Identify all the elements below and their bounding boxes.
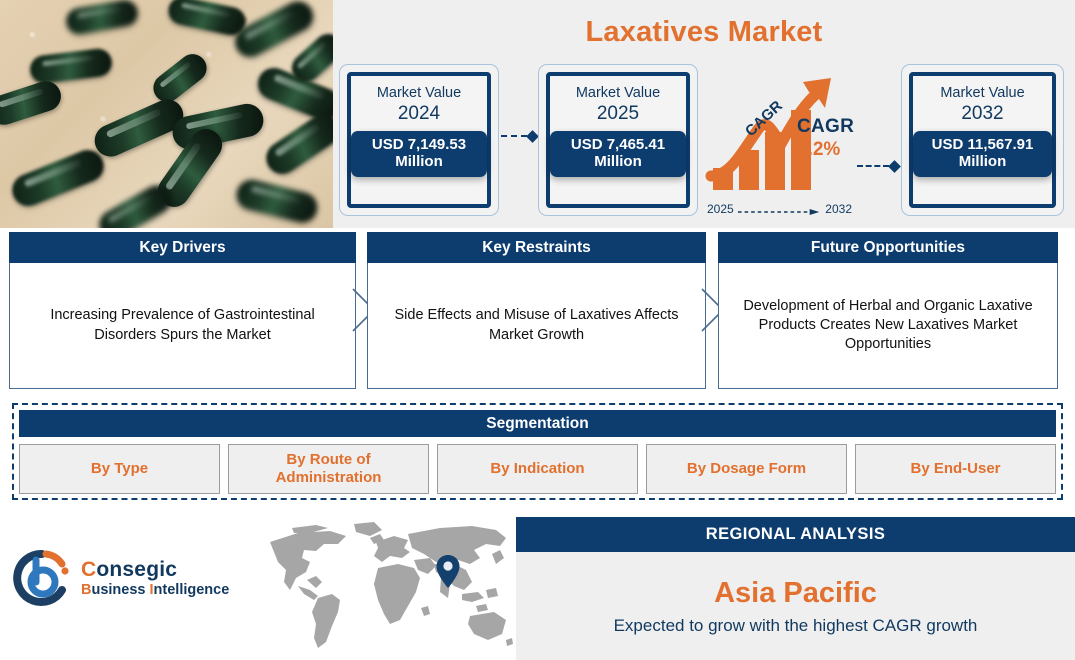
logo-subtitle: Business Intelligence [81,583,229,598]
segment-by-end-user[interactable]: By End-User [855,444,1056,494]
regional-analysis-panel: REGIONAL ANALYSIS Asia Pacific Expected … [516,517,1075,660]
growth-chart-icon: CAGR [705,78,831,190]
market-value-amount: USD 7,149.53 Million [351,130,487,177]
logo-name-initial: C [81,557,97,581]
cagr-title: CAGR [797,116,855,137]
market-value-label: Market Value [940,85,1025,101]
key-restraints-text: Side Effects and Misuse of Laxatives Aff… [367,263,706,389]
market-value-year: 2032 [961,102,1004,124]
capsules-photo [0,0,333,228]
connector-dash [501,135,527,137]
market-value-year: 2025 [596,102,640,124]
market-value-label: Market Value [376,85,462,101]
market-value-card-2024: Market Value 2024 USD 7,149.53 Million [339,64,499,216]
page-title: Laxatives Market [585,16,823,48]
consegic-logo-mark-icon [13,549,69,606]
key-restraints-panel: Key Restraints Side Effects and Misuse o… [367,232,706,389]
regional-analysis-heading: REGIONAL ANALYSIS [516,517,1075,552]
market-value-label: Market Value [575,85,661,101]
segment-by-route-of-administration[interactable]: By Route of Administration [228,444,429,494]
market-value-year: 2024 [397,102,441,124]
logo-sub-b: B [81,581,92,598]
logo-sub-i: I [149,581,154,598]
regional-analysis-body: Asia Pacific Expected to grow with the h… [516,552,1075,660]
segment-by-type[interactable]: By Type [19,444,220,494]
market-value-amount: USD 7,465.41 Million [550,130,686,177]
year-arrow-icon [737,205,822,215]
segmentation-cells: By Type By Route of Administration By In… [19,444,1056,494]
card-inner-frame: Market Value 2025 USD 7,465.41 Million [546,72,690,208]
connector-diamond-icon [888,159,901,173]
regional-analysis-note: Expected to grow with the highest CAGR g… [613,615,978,635]
key-drivers-heading: Key Drivers [9,232,356,263]
consegic-logo: Consegic Business Intelligence [12,548,229,608]
logo-name: Consegic [81,559,229,580]
segment-by-indication[interactable]: By Indication [437,444,638,494]
cagr-readout: CAGR 6.2% [797,116,854,161]
key-drivers-text: Increasing Prevalence of Gastrointestina… [9,263,356,389]
cagr-block: CAGR CAGR 6.2% 2025 2032 [705,76,855,221]
consegic-logo-text: Consegic Business Intelligence [81,559,229,598]
segmentation-heading: Segmentation [19,410,1056,437]
key-drivers-panel: Key Drivers Increasing Prevalence of Gas… [9,232,356,389]
future-opportunities-text: Development of Herbal and Organic Laxati… [718,263,1058,389]
world-map-icon [270,522,513,648]
connector-2024-2025 [501,129,539,143]
regional-analysis-region: Asia Pacific [714,576,877,609]
logo-sub-ntelligence: ntelligence [153,581,230,598]
key-restraints-heading: Key Restraints [367,232,706,263]
logo-name-rest: onsegic [96,557,178,581]
market-value-card-2032: Market Value 2032 USD 11,567.91 Million [901,64,1064,216]
card-inner-frame: Market Value 2024 USD 7,149.53 Million [347,72,491,208]
connector-cagr-2032 [857,159,901,173]
card-inner-frame: Market Value 2032 USD 11,567.91 Million [909,72,1056,208]
future-opportunities-panel: Future Opportunities Development of Herb… [718,232,1058,389]
cagr-value: 6.2% [797,139,841,160]
market-value-card-2025: Market Value 2025 USD 7,465.41 Million [538,64,698,216]
future-opportunities-heading: Future Opportunities [718,232,1058,263]
world-map [258,520,514,655]
cagr-start-year: 2025 [707,202,734,216]
segmentation-panel: Segmentation By Type By Route of Adminis… [12,403,1063,500]
map-pin-icon [436,555,460,588]
logo-sub-usiness: usiness [91,581,150,598]
connector-diamond-icon [526,129,539,143]
cagr-year-range: 2025 2032 [707,202,852,216]
connector-dash [857,165,889,167]
cagr-end-year: 2032 [825,202,852,216]
segment-by-dosage-form[interactable]: By Dosage Form [646,444,847,494]
market-value-amount: USD 11,567.91 Million [913,130,1052,177]
